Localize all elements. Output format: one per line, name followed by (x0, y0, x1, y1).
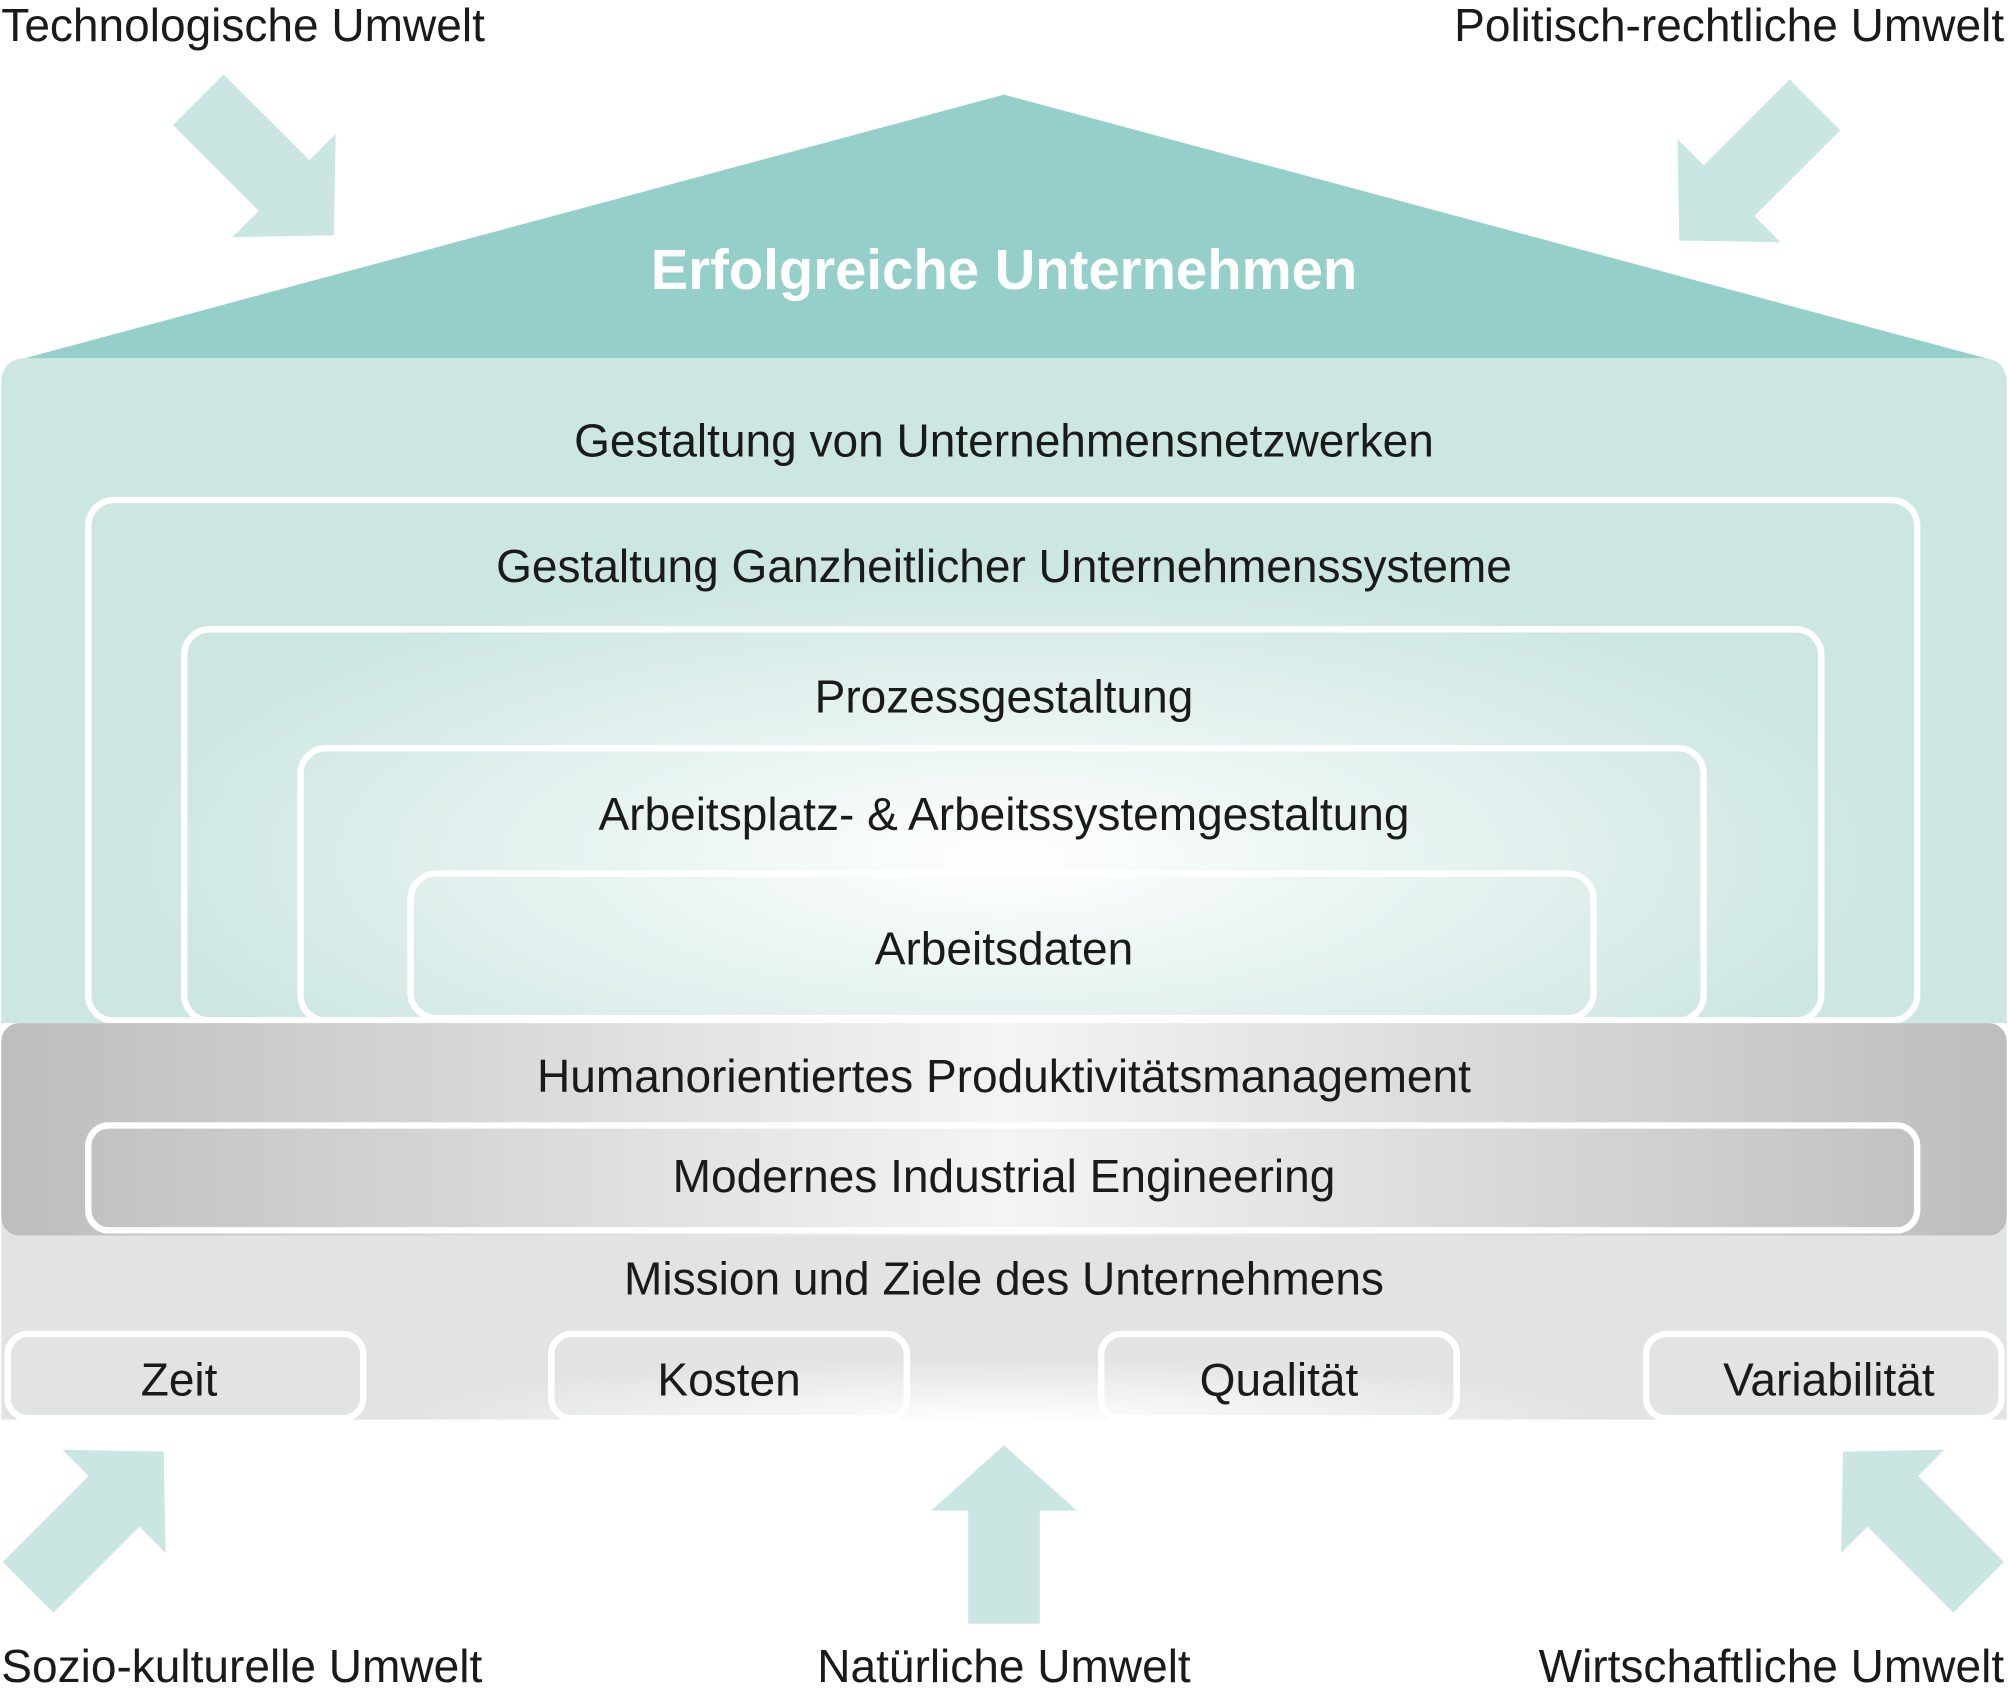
svg-text:Kosten: Kosten (657, 1353, 800, 1405)
label-natural: Natürliche Umwelt (817, 1640, 1191, 1692)
pillar-variabilitaet: Variabilität (1642, 1330, 2005, 1422)
level-productivity: Humanorientiertes Produktivitätsmanageme… (537, 1050, 1471, 1102)
arrow-socio-cultural-icon (0, 1400, 216, 1639)
label-technological: Technologische Umwelt (1, 0, 485, 51)
arrow-economic-icon (1791, 1400, 2008, 1639)
pillar-kosten: Kosten (548, 1330, 910, 1422)
level-mission: Mission und Ziele des Unternehmens (624, 1252, 1384, 1304)
label-political-legal: Politisch-rechtliche Umwelt (1454, 0, 2004, 51)
house-body (1, 358, 2007, 1024)
label-socio-cultural: Sozio-kulturelle Umwelt (1, 1640, 482, 1692)
level-industrial-engineering: Modernes Industrial Engineering (673, 1150, 1336, 1202)
arrow-political-icon (1627, 53, 1867, 292)
roof (20, 94, 1991, 360)
pillar-zeit: Zeit (4, 1330, 367, 1422)
level-holistic-systems: Gestaltung Ganzheitlicher Unternehmenssy… (496, 540, 1512, 592)
svg-text:Zeit: Zeit (141, 1353, 218, 1405)
frame-industrial-engineering (85, 1122, 1921, 1234)
frame-work-data (407, 870, 1597, 1022)
roof-title: Erfolgreiche Unternehmen (651, 238, 1358, 301)
arrow-technological-icon (146, 48, 386, 287)
arrow-natural-icon (931, 1445, 1077, 1624)
productivity-band (1, 1023, 2007, 1236)
svg-text:Variabilität: Variabilität (1723, 1353, 1935, 1405)
label-economic: Wirtschaftliche Umwelt (1539, 1640, 2005, 1692)
mission-band (1, 1215, 2007, 1420)
svg-text:Qualität: Qualität (1200, 1353, 1359, 1405)
level-workplace: Arbeitsplatz- & Arbeitssystemgestaltung (598, 788, 1409, 840)
level-work-data: Arbeitsdaten (875, 922, 1133, 974)
pillar-qualitaet: Qualität (1098, 1330, 1460, 1422)
level-process: Prozessgestaltung (815, 670, 1194, 722)
level-networks: Gestaltung von Unternehmensnetzwerken (574, 415, 1434, 467)
